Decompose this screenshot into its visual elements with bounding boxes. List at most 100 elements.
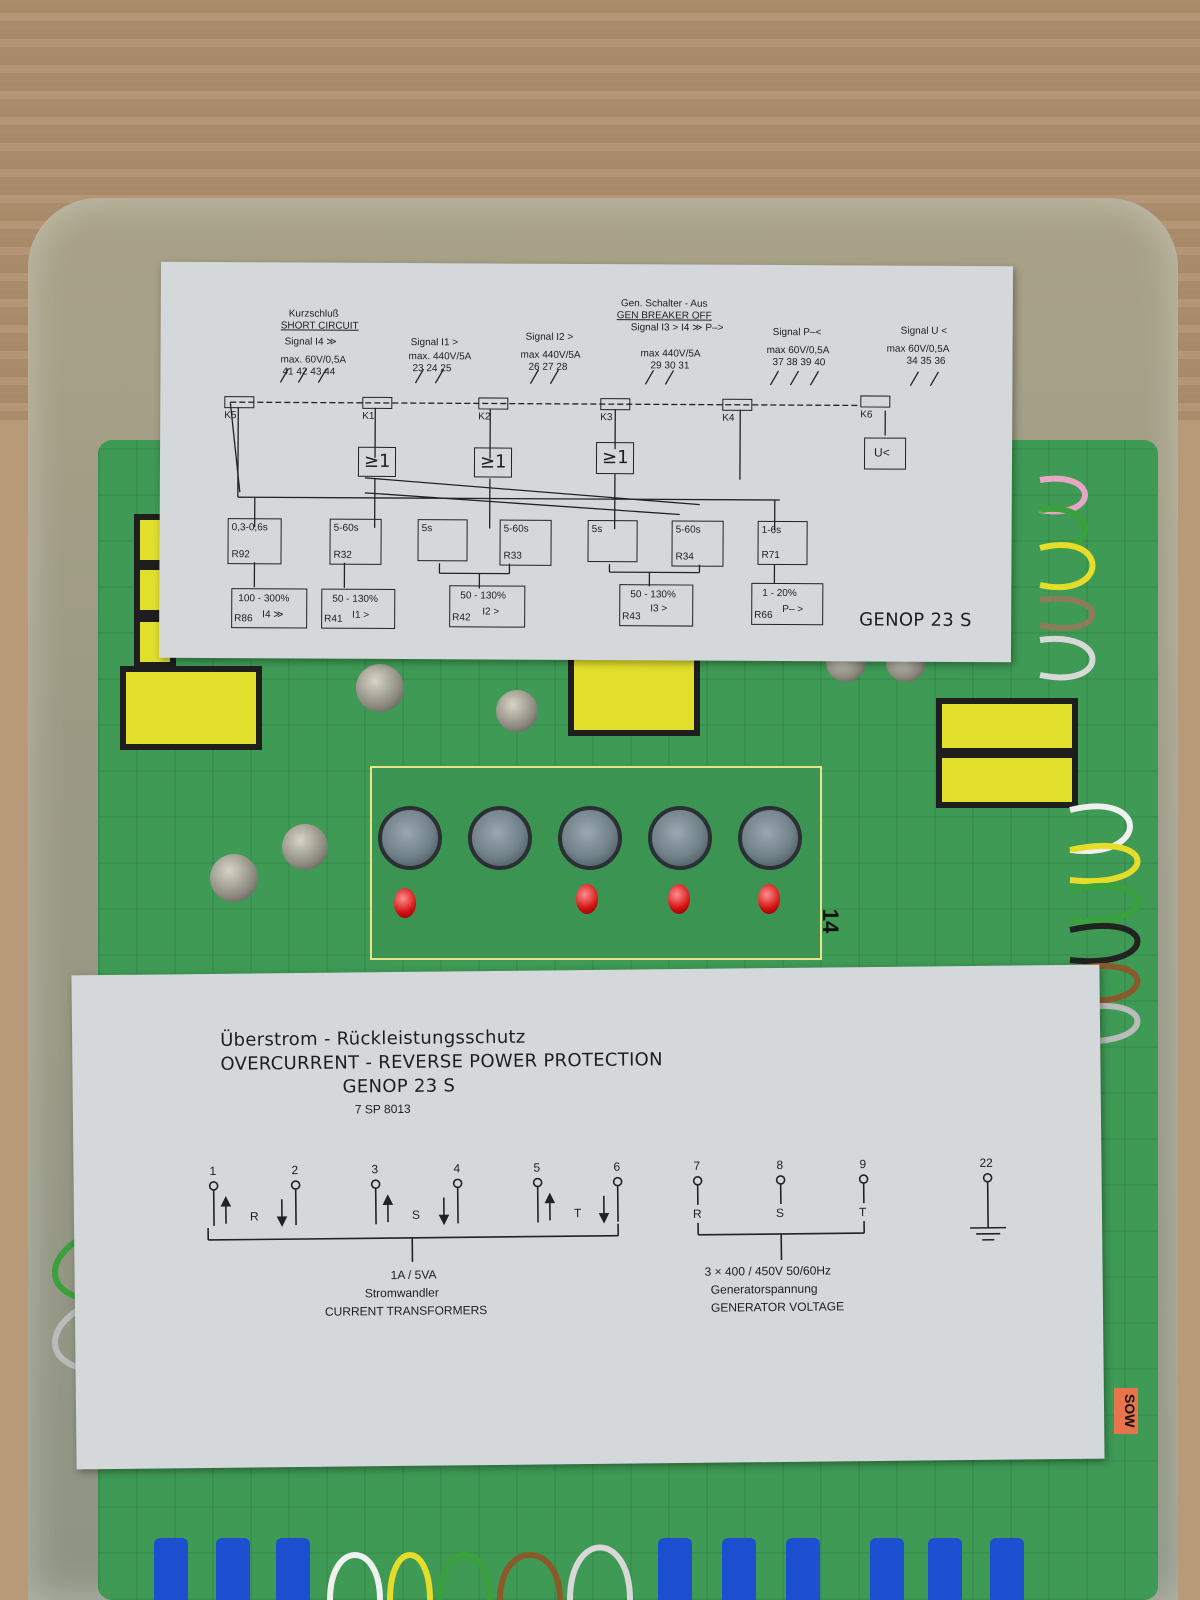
terminal-connector <box>154 1538 188 1600</box>
setpoint-sub: I3 > <box>650 603 668 615</box>
signal-pins: 37 38 39 40 <box>772 356 826 369</box>
model-name: GENOP 23 S <box>859 609 972 632</box>
ct-description-de: Stromwandler <box>364 1285 439 1301</box>
or-gate: ≥1 <box>357 446 397 478</box>
terminal-connector <box>276 1538 310 1600</box>
signal-pins: 26 27 28 <box>528 361 568 373</box>
signal-rating: max 60V/0,5A <box>886 343 950 355</box>
timer-range: 5-60s <box>333 522 359 534</box>
timer-range: 0,3-0,6s <box>231 522 268 534</box>
relay-coil <box>362 396 393 409</box>
setpoint-range: 100 - 300% <box>238 593 290 605</box>
timer-block: 0,3-0,6s R92 <box>227 518 282 565</box>
yellow-transformer <box>936 698 1078 754</box>
timer-tag: R33 <box>503 550 522 562</box>
relay-label: K1 <box>362 410 375 422</box>
relay-label: K6 <box>860 409 873 421</box>
signal-rating: max 440V/5A <box>640 348 701 360</box>
potentiometer[interactable] <box>648 806 712 870</box>
setpoint-sub: P– > <box>782 604 804 616</box>
timer-block: 5-60s R33 <box>499 519 552 566</box>
timer-tag: R92 <box>231 549 250 561</box>
transistor-can <box>282 824 328 870</box>
yellow-transformer <box>120 666 262 750</box>
phase-label: T <box>573 1206 582 1221</box>
setpoint-block: 1 - 20% P– > R66 <box>751 582 824 626</box>
setpoint-tag: R86 <box>234 613 253 625</box>
signal-rating: max 440V/5A <box>520 349 581 361</box>
transistor-can <box>496 690 538 732</box>
relay-label: K5 <box>224 410 237 422</box>
indicator-led <box>668 884 690 914</box>
timer-range: 5s <box>591 524 603 536</box>
or-gate: ≥1 <box>595 442 635 475</box>
timer-block: 5-60s R32 <box>329 518 382 565</box>
block-diagram-label: Kurzschluß SHORT CIRCUIT Gen. Schalter -… <box>158 261 1014 663</box>
signal-label: Signal P–< <box>772 326 822 339</box>
setpoint-block: 50 - 130% I3 > R43 <box>619 584 694 627</box>
phase-label: S <box>411 1207 421 1222</box>
signal-rating: max 60V/0,5A <box>766 344 830 357</box>
signal-rating: max. 60V/0,5A <box>280 354 347 366</box>
setpoint-sub: I2 > <box>482 606 500 618</box>
relay-coil <box>600 398 631 411</box>
breaker-en: GEN BREAKER OFF <box>616 310 712 322</box>
terminal-number: 3 <box>371 1162 379 1177</box>
timer-block: 5-60s R34 <box>671 520 724 567</box>
signal-pins: 41 42 43 44 <box>282 366 336 378</box>
phase-label: S <box>775 1205 785 1221</box>
terminal-number: 6 <box>613 1159 621 1174</box>
potentiometer[interactable] <box>468 806 532 870</box>
timer-tag: R32 <box>333 549 352 561</box>
timer-block: 5s <box>587 520 638 563</box>
signal-pins: 23 24 25 <box>412 363 452 375</box>
or-gate-label: ≥1 <box>601 447 629 469</box>
signal-label: Signal I2 > <box>525 331 574 343</box>
potentiometer[interactable] <box>378 806 442 870</box>
timer-block: 5s <box>417 519 468 562</box>
phase-label: T <box>858 1205 867 1220</box>
terminal-number: 8 <box>776 1157 784 1173</box>
timer-tag: R71 <box>761 549 780 562</box>
transistor-can <box>356 664 404 712</box>
signal-rating: max. 440V/5A <box>408 351 472 363</box>
breaker-de: Gen. Schalter - Aus <box>620 298 708 310</box>
setpoint-sub: I1 > <box>352 609 370 621</box>
terminal-number: 7 <box>693 1158 701 1173</box>
signal-label: Signal I3 > I4 ≫ P–> <box>630 322 724 334</box>
terminal-connector <box>870 1538 904 1600</box>
ct-rating: 1A / 5VA <box>390 1267 437 1283</box>
vt-description-en: GENERATOR VOLTAGE <box>710 1299 845 1315</box>
setpoint-sub: I4 ≫ <box>262 609 284 621</box>
terminal-number: 2 <box>291 1163 299 1178</box>
terminal-connector <box>990 1538 1024 1600</box>
relay-coil <box>224 396 255 409</box>
relay-label: K4 <box>722 412 735 424</box>
or-gate: ≥1 <box>473 447 513 478</box>
potentiometer[interactable] <box>738 806 802 870</box>
signal-label: Signal U < <box>900 325 948 337</box>
ct-description-en: CURRENT TRANSFORMERS <box>324 1303 488 1319</box>
setpoint-tag: R41 <box>324 613 343 625</box>
signal-label: Signal I4 ≫ <box>284 336 337 348</box>
undervoltage-label: U< <box>874 445 890 460</box>
timer-range: 5-60s <box>503 523 529 535</box>
terminal-connector <box>786 1538 820 1600</box>
setpoint-block: 100 - 300% I4 ≫ R86 <box>231 588 308 629</box>
yellow-transformer <box>936 752 1078 808</box>
indicator-led <box>576 884 598 914</box>
relay-label: K3 <box>600 412 613 424</box>
potentiometer[interactable] <box>558 806 622 870</box>
short-circuit-en: SHORT CIRCUIT <box>280 320 359 332</box>
setpoint-block: 50 - 130% I2 > R42 <box>449 585 526 628</box>
terminal-number: 9 <box>859 1157 867 1172</box>
ground-terminal-number: 22 <box>979 1155 993 1170</box>
timer-block: 1-6s R71 <box>757 520 808 566</box>
indicator-led <box>394 888 416 918</box>
vt-rating: 3 × 400 / 450V 50/60Hz <box>704 1263 832 1279</box>
timer-tag: R34 <box>675 551 694 563</box>
terminal-number: 4 <box>453 1161 461 1176</box>
signal-label: Signal I1 > <box>410 337 459 349</box>
setpoint-range: 50 - 130% <box>630 589 676 601</box>
phase-label: R <box>692 1206 702 1221</box>
